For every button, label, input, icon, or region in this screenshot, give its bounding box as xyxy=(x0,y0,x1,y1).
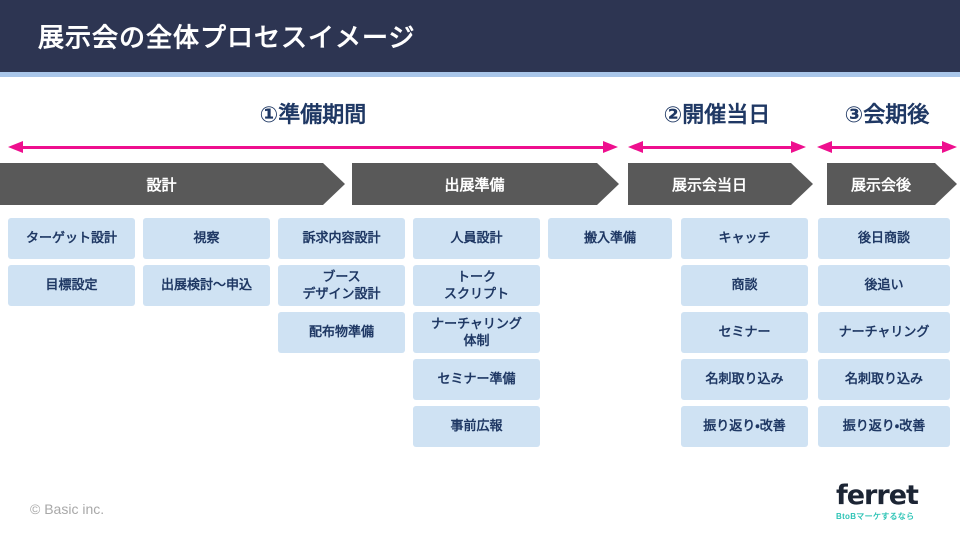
task-box-label: ナーチャリング xyxy=(838,324,930,340)
arrowhead-right-icon xyxy=(791,141,806,153)
task-box: 目標設定 xyxy=(8,265,135,306)
process-step-arrow-2: 出展準備 xyxy=(352,163,619,205)
ferret-logo-text: ferret xyxy=(836,480,919,511)
task-box: 振り返り・改善 xyxy=(818,406,950,447)
arrowhead-left-icon xyxy=(8,141,23,153)
task-box-label: 人員設計 xyxy=(450,230,503,246)
ferret-logo-tagline: BtoBマーケするなら xyxy=(836,512,915,521)
page-title: 展示会の全体プロセスイメージ xyxy=(38,22,416,53)
task-box: キャッチ xyxy=(681,218,808,259)
task-box-label: セミナー準備 xyxy=(437,371,516,387)
task-box: 事前広報 xyxy=(413,406,540,447)
task-box: セミナー xyxy=(681,312,808,353)
phase-label-2: ②開催当日 xyxy=(663,102,771,127)
task-box-label: 振り返り・改善 xyxy=(703,418,786,434)
task-box-label: 後追い xyxy=(864,277,904,293)
arrowhead-right-icon xyxy=(942,141,957,153)
task-box: ブースデザイン設計 xyxy=(278,265,405,306)
task-box-label: トーク xyxy=(456,269,496,285)
task-box: ナーチャリング xyxy=(818,312,950,353)
task-box-label: 事前広報 xyxy=(450,418,503,434)
task-box: 訴求内容設計 xyxy=(278,218,405,259)
task-box: 後日商談 xyxy=(818,218,950,259)
task-box: 視察 xyxy=(143,218,270,259)
arrowhead-right-icon xyxy=(603,141,618,153)
process-step-arrow-3: 展示会当日 xyxy=(628,163,813,205)
task-box-label: 視察 xyxy=(193,230,220,246)
task-box: ターゲット設計 xyxy=(8,218,135,259)
process-step-arrow-1: 設計 xyxy=(0,163,345,205)
task-box-label: 名刺取り込み xyxy=(705,371,784,387)
task-box: 出展検討〜申込 xyxy=(143,265,270,306)
task-box-label: ターゲット設計 xyxy=(25,230,117,246)
task-box: 名刺取り込み xyxy=(818,359,950,400)
task-box-label: 商談 xyxy=(731,277,758,293)
task-box: 商談 xyxy=(681,265,808,306)
arrowhead-left-icon xyxy=(628,141,643,153)
task-box-label: 名刺取り込み xyxy=(844,371,923,387)
task-box-label: 後日商談 xyxy=(857,230,910,246)
ferret-logo: ferret BtoBマーケするなら xyxy=(836,480,919,522)
header-divider xyxy=(0,72,960,77)
task-box: ナーチャリング体制 xyxy=(413,312,540,353)
task-box: 配布物準備 xyxy=(278,312,405,353)
task-box-label: セミナー xyxy=(718,324,771,340)
task-box-label: 振り返り・改善 xyxy=(842,418,926,434)
task-box-label: キャッチ xyxy=(718,230,771,246)
task-box: トークスクリプト xyxy=(413,265,540,306)
phase-range-arrow-2 xyxy=(628,141,806,153)
arrow-line xyxy=(20,145,606,149)
arrow-line xyxy=(829,145,945,149)
task-box-label: 目標設定 xyxy=(45,277,98,293)
task-box-label: 配布物準備 xyxy=(308,324,374,340)
task-box: 名刺取り込み xyxy=(681,359,808,400)
task-box-label: ナーチャリング xyxy=(431,316,522,332)
task-box-label: 訴求内容設計 xyxy=(302,230,381,246)
header-bar: 展示会の全体プロセスイメージ xyxy=(0,0,960,72)
phase-label-3: ③会期後 xyxy=(844,102,930,127)
task-box-label: 搬入準備 xyxy=(583,230,636,246)
arrowhead-left-icon xyxy=(817,141,832,153)
task-box-label: 体制 xyxy=(463,332,490,348)
task-box: セミナー準備 xyxy=(413,359,540,400)
task-box-label: 出展検討〜申込 xyxy=(160,277,252,293)
phase-range-arrow-3 xyxy=(817,141,957,153)
task-box: 人員設計 xyxy=(413,218,540,259)
process-step-arrow-4: 展示会後 xyxy=(827,163,957,205)
task-box: 振り返り・改善 xyxy=(681,406,808,447)
phase-range-arrow-1 xyxy=(8,141,618,153)
task-box: 搬入準備 xyxy=(548,218,672,259)
arrow-line xyxy=(640,145,794,149)
phase-label-1: ①準備期間 xyxy=(259,102,367,127)
task-box-label: ブース xyxy=(322,269,361,285)
task-box-label: スクリプト xyxy=(443,285,509,301)
task-box-label: デザイン設計 xyxy=(302,285,381,301)
task-box: 後追い xyxy=(818,265,950,306)
copyright-text: © Basic inc. xyxy=(30,501,105,517)
